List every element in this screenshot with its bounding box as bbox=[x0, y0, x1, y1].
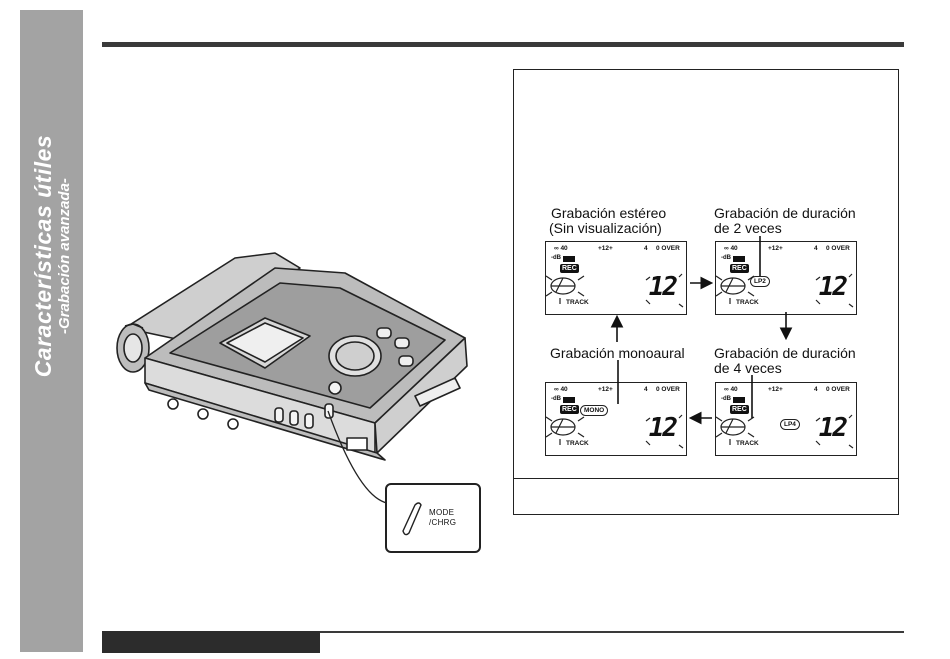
lcd-level-4: 4 bbox=[814, 386, 818, 393]
lcd-mono-indicator: MONO bbox=[580, 405, 609, 416]
lcd-track-label: TRACK bbox=[566, 440, 589, 447]
diagram-footer-divider bbox=[513, 478, 898, 479]
mode-button-icon bbox=[402, 502, 422, 536]
lcd-rec-badge: REC bbox=[730, 405, 749, 414]
caption-mono: Grabación monoaural bbox=[550, 345, 685, 361]
lcd-level-left: ∞ 40 bbox=[724, 245, 738, 252]
lcd-db-label: -dB bbox=[551, 255, 561, 261]
mode-label-line2: /CHRG bbox=[429, 518, 457, 527]
lcd-rec-badge: REC bbox=[560, 264, 579, 273]
lcd-level-mid: +12+ bbox=[768, 386, 783, 393]
lcd-track-number: 12 bbox=[648, 272, 678, 302]
section-tab: Características útiles -Grabación avanza… bbox=[20, 10, 83, 652]
lcd-db-bar bbox=[563, 256, 575, 262]
lcd-db-label: -dB bbox=[551, 396, 561, 402]
lcd-level-mid: +12+ bbox=[598, 245, 613, 252]
lcd-rec-badge: REC bbox=[560, 405, 579, 414]
caption-lp4-line1: Grabación de duración bbox=[714, 345, 856, 361]
caption-lp2-line2: de 2 veces bbox=[714, 220, 782, 236]
lcd-db-label: -dB bbox=[721, 396, 731, 402]
lcd-track-label: TRACK bbox=[566, 299, 589, 306]
lcd-lp2-indicator: LP2 bbox=[750, 276, 770, 287]
lcd-lp4: ∞ 40 +12+ 4 0 OVER -dB REC LP4 TRACK 12 bbox=[715, 382, 857, 456]
lcd-db-bar bbox=[563, 397, 575, 403]
caption-stereo-line2: (Sin visualización) bbox=[549, 220, 662, 236]
mode-label-line1: MODE bbox=[429, 508, 455, 517]
bottom-block bbox=[102, 631, 320, 653]
lcd-track-number: 12 bbox=[818, 413, 848, 443]
bottom-rule bbox=[102, 631, 904, 633]
lcd-rec-badge: REC bbox=[730, 264, 749, 273]
lcd-level-left: ∞ 40 bbox=[554, 386, 568, 393]
lcd-track-label: TRACK bbox=[736, 440, 759, 447]
mode-button-label: MODE /CHRG bbox=[429, 508, 456, 528]
lcd-stereo: ∞ 40 +12+ 4 0 OVER -dB REC TRACK 12 bbox=[545, 241, 687, 315]
lcd-level-mid: +12+ bbox=[598, 386, 613, 393]
lcd-db-bar bbox=[733, 397, 745, 403]
lcd-over: 0 OVER bbox=[656, 245, 680, 252]
top-rule bbox=[102, 42, 904, 47]
lcd-track-number: 12 bbox=[648, 413, 678, 443]
lcd-lp4-indicator: LP4 bbox=[780, 419, 800, 430]
caption-lp2-line1: Grabación de duración bbox=[714, 205, 856, 221]
minidisc-recorder-illustration bbox=[116, 252, 468, 504]
caption-lp4-line2: de 4 veces bbox=[714, 360, 782, 376]
lcd-level-mid: +12+ bbox=[768, 245, 783, 252]
lcd-over: 0 OVER bbox=[656, 386, 680, 393]
lcd-db-bar bbox=[733, 256, 745, 262]
lcd-level-4: 4 bbox=[644, 245, 648, 252]
lcd-over: 0 OVER bbox=[826, 386, 850, 393]
lcd-level-4: 4 bbox=[814, 245, 818, 252]
lcd-db-label: -dB bbox=[721, 255, 731, 261]
mode-chrg-button-callout: MODE /CHRG bbox=[385, 483, 481, 553]
lcd-level-4: 4 bbox=[644, 386, 648, 393]
lcd-level-left: ∞ 40 bbox=[724, 386, 738, 393]
lcd-track-label: TRACK bbox=[736, 299, 759, 306]
lcd-over: 0 OVER bbox=[826, 245, 850, 252]
lcd-mono: ∞ 40 +12+ 4 0 OVER -dB REC MONO TRACK 12 bbox=[545, 382, 687, 456]
lcd-track-number: 12 bbox=[818, 272, 848, 302]
caption-stereo-line1: Grabación estéreo bbox=[551, 205, 667, 221]
lcd-level-left: ∞ 40 bbox=[554, 245, 568, 252]
lcd-lp2: ∞ 40 +12+ 4 0 OVER -dB REC LP2 TRACK 12 bbox=[715, 241, 857, 315]
